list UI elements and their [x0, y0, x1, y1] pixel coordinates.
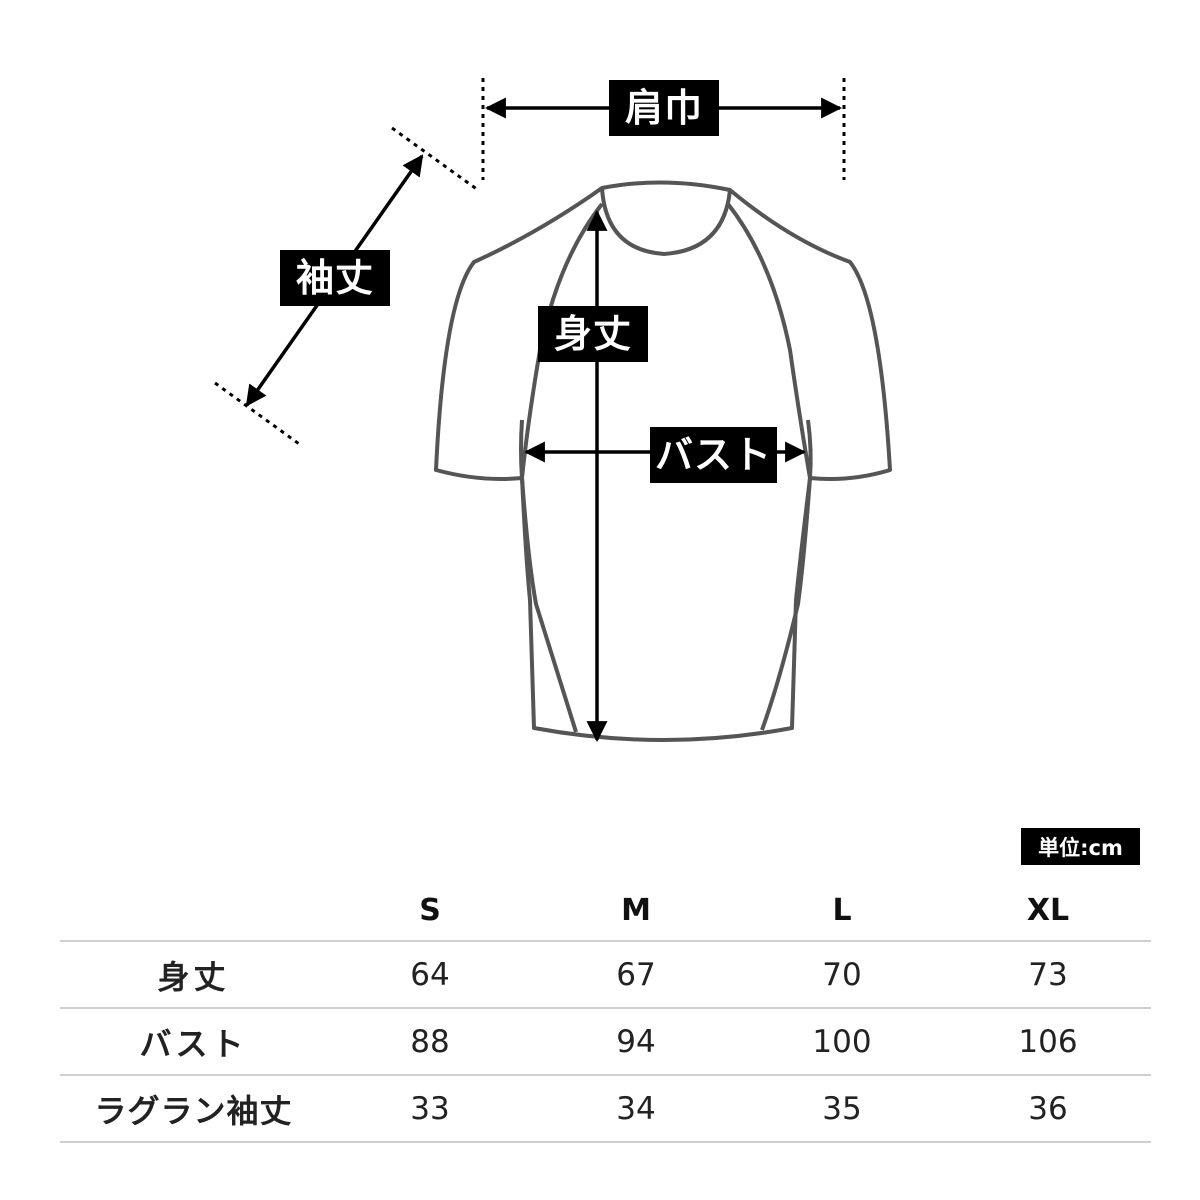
table-row: バスト 88 94 100 106 — [60, 1008, 1151, 1076]
table-cell: 94 — [533, 1008, 739, 1076]
right-sleeve-seam — [806, 419, 813, 479]
table-header-empty — [60, 880, 327, 942]
shirt-body-outline — [434, 180, 892, 742]
left-sleeve-seam — [519, 419, 524, 479]
table-cell: 35 — [739, 1075, 945, 1143]
row-header: ラグラン袖丈 — [60, 1075, 327, 1143]
column-header: L — [739, 880, 945, 942]
table-row: 身丈 64 67 70 73 — [60, 941, 1151, 1009]
sleeve-length-label: 袖丈 — [280, 250, 390, 306]
row-header: バスト — [60, 1008, 327, 1076]
size-table: S M L XL 身丈 64 67 70 73 バスト 88 94 100 10… — [60, 880, 1151, 1143]
table-cell: 88 — [327, 1008, 533, 1076]
column-header: M — [533, 880, 739, 942]
table-cell: 100 — [739, 1008, 945, 1076]
right-raglan-seam — [726, 202, 812, 479]
table-header-row: S M L XL — [60, 880, 1151, 942]
table-cell: 34 — [533, 1075, 739, 1143]
left-side-panel-seam — [520, 477, 578, 733]
bust-label: バスト — [650, 427, 777, 483]
shoulder-width-label: 肩巾 — [609, 80, 719, 136]
body-length-label: 身丈 — [538, 306, 648, 362]
table-cell: 106 — [945, 1008, 1151, 1076]
garment-diagram — [214, 78, 892, 743]
table-cell: 36 — [945, 1075, 1151, 1143]
right-side-panel-seam — [760, 477, 812, 731]
table-cell: 33 — [327, 1075, 533, 1143]
column-header: XL — [945, 880, 1151, 942]
row-header: 身丈 — [60, 941, 327, 1009]
sleeve-guide-bottom — [214, 381, 303, 448]
neckline-outline — [600, 187, 732, 256]
unit-badge: 単位:cm — [1021, 828, 1140, 865]
column-header: S — [327, 880, 533, 942]
table-cell: 67 — [533, 941, 739, 1009]
table-cell: 73 — [945, 941, 1151, 1009]
table-cell: 64 — [327, 941, 533, 1009]
table-cell: 70 — [739, 941, 945, 1009]
table-row: ラグラン袖丈 33 34 35 36 — [60, 1075, 1151, 1143]
